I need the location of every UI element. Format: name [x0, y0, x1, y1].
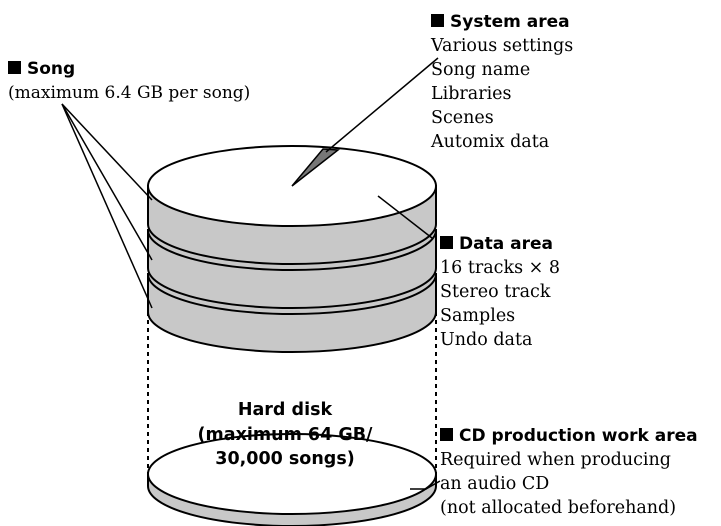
cylinder-dashed-sides: [147, 312, 437, 474]
system-area-item: Automix data: [431, 132, 550, 152]
song-leader-1: [61, 103, 153, 201]
song-label: Song (maximum 6.4 GB per song): [8, 57, 250, 105]
song-leader-2: [61, 103, 153, 261]
hard-disk-line: Hard disk: [237, 400, 333, 420]
cd-area-item: (not allocated beforehand): [440, 498, 677, 518]
system-area-item: Various settings: [431, 36, 574, 56]
data-area-heading: Data area: [440, 232, 560, 256]
system-area-leader: [325, 57, 439, 153]
square-bullet-icon: [8, 61, 21, 74]
data-area-item: 16 tracks × 8: [440, 258, 560, 278]
data-area-leader: [377, 195, 433, 239]
cd-area-item: Required when producing: [440, 450, 671, 470]
song-leader-3: [61, 103, 153, 309]
hard-disk-line: (maximum 64 GB/: [197, 424, 373, 445]
data-area-item: Stereo track: [440, 282, 551, 302]
data-area-label: Data area 16 tracks × 8 Stereo track Sam…: [440, 232, 560, 352]
data-area-title: Data area: [459, 234, 553, 254]
bottom-platter: [147, 433, 437, 526]
system-area-label: System area Various settings Song name L…: [431, 10, 573, 154]
system-area-item: Scenes: [431, 108, 494, 128]
data-area-item: Samples: [440, 306, 516, 326]
system-area-item: Libraries: [431, 84, 512, 104]
system-area-heading: System area: [431, 10, 573, 34]
square-bullet-icon: [440, 236, 453, 249]
song-title: Song: [27, 59, 76, 79]
square-bullet-icon: [440, 428, 453, 441]
hard-disk-line: 30,000 songs): [215, 449, 355, 469]
hard-disk-label: Hard disk (maximum 64 GB/ 30,000 songs): [155, 398, 415, 472]
cd-area-title: CD production work area: [459, 426, 698, 446]
data-area-item: Undo data: [440, 330, 533, 350]
system-area-item: Song name: [431, 60, 531, 80]
cd-area-leader: [410, 480, 441, 490]
system-area-title: System area: [450, 12, 570, 32]
song-heading: Song: [8, 57, 250, 81]
cd-area-label: CD production work area Required when pr…: [440, 424, 698, 520]
leader-lines: [61, 57, 441, 490]
cd-area-heading: CD production work area: [440, 424, 698, 448]
square-bullet-icon: [431, 14, 444, 27]
song-layer-1: [147, 145, 437, 265]
system-area-slice: [291, 148, 341, 187]
song-note: (maximum 6.4 GB per song): [8, 83, 251, 103]
cd-area-item: an audio CD: [440, 474, 550, 494]
